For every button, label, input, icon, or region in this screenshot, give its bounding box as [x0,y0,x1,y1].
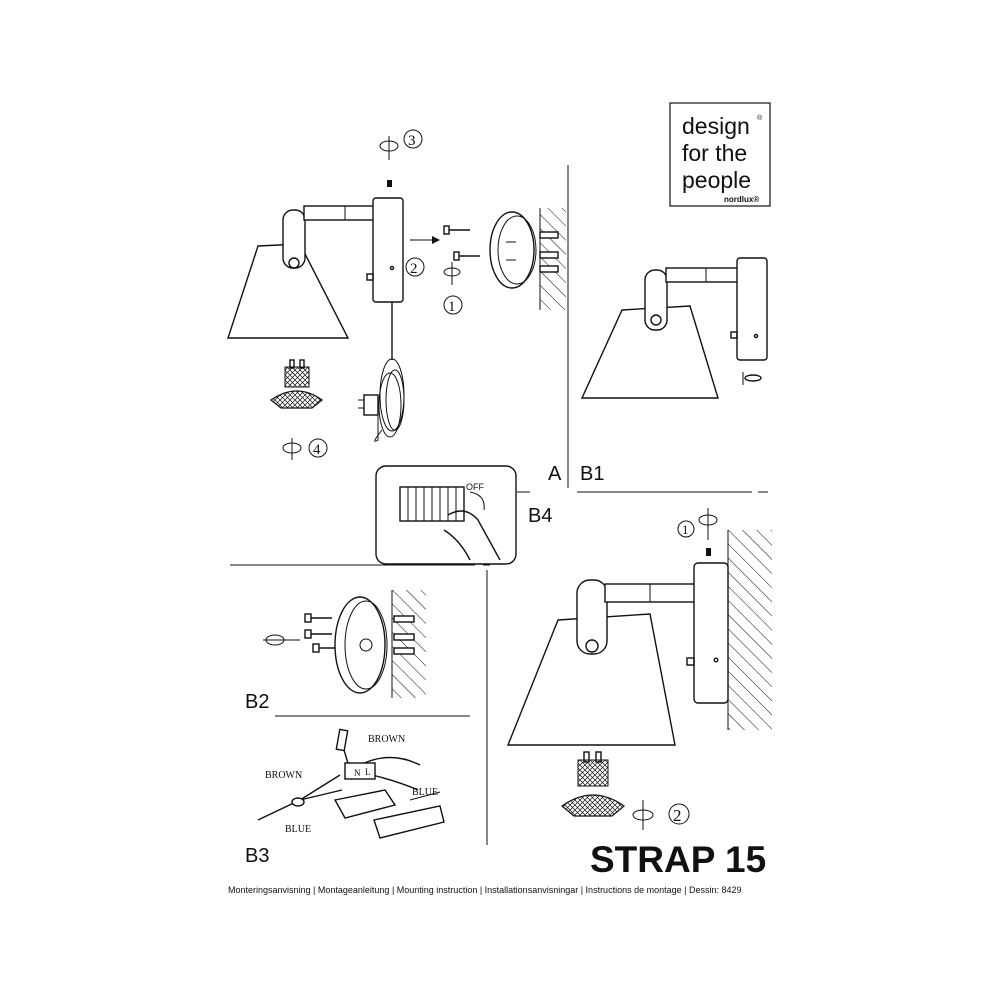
grub-screw-icon [387,180,392,187]
logo-line-1: design [682,113,750,139]
panel-b1-mounted-lamp: B1 [580,257,768,485]
wall-hatch-b [728,530,772,730]
plug-icon [363,394,379,416]
terminal-label-l: L [365,767,371,777]
wall-plugs-a [539,231,559,273]
gu10-bulb-a [269,359,323,409]
lamp-arm-b1 [665,267,739,283]
hand-icon [447,510,501,561]
step-number-2: 2 [410,261,418,277]
product-title: STRAP 15 [590,839,766,880]
section-label-b4: B4 [528,505,552,527]
wire-label-brown-left: BROWN [265,770,302,781]
screwdriver-icon [335,728,351,771]
section-label-b2: B2 [245,691,269,713]
gu10-bulb-b [561,751,625,817]
footer-mounting-instruction: Monteringsanvisning | Montageanleitung |… [228,885,741,895]
panel-dividers [230,165,770,845]
terminal-cover-icon [333,789,397,819]
step-number-4: 4 [313,442,321,458]
step-number-b2: 2 [673,806,682,825]
panel-b2-wall-mount: B2 [245,590,426,713]
logo-registered-mark: ® [757,114,763,122]
logo-line-2: for the [682,140,747,166]
logo-sub-brand: nordlux® [724,195,759,204]
panel-b4-power-off: OFF B4 [375,465,552,565]
panel-b-final-lamp: 1 2 [506,508,772,830]
switch-arrow-icon [469,491,485,511]
brand-logo: design for the people ® nordlux® [669,102,771,207]
step-number-3: 3 [408,133,416,149]
screws-b2 [304,613,340,653]
lamp-arm-a [303,205,375,221]
wall-plate-a [372,197,404,303]
lamp-shade-b [506,613,676,746]
wall-plate-b1 [736,257,768,361]
terminal-block-icon [344,762,376,780]
cable-clamp-icon [373,805,445,839]
panel-b3-wiring: BROWN BROWN BLUE BLUE N L B3 [245,728,445,867]
grub-screw-icon-b [706,548,711,556]
wire-label-blue-right: BLUE [412,787,438,798]
wall-hatch-a [540,208,566,310]
section-label-b1: B1 [580,463,604,485]
screws-a [443,225,480,261]
mounting-disc-a [489,211,535,289]
logo-line-3: people [682,167,751,193]
swivel-joint-a [282,209,306,269]
wall-hatch-b2 [392,590,426,698]
step-number-1: 1 [448,299,456,315]
wall-plugs-b2 [393,615,415,655]
wire-label-blue-left: BLUE [285,824,311,835]
step-number-b1: 1 [682,522,689,537]
terminal-label-n: N [354,768,361,778]
panel-a-lamp-assembly: 3 2 1 [227,129,566,485]
wire-label-brown-right: BROWN [368,734,405,745]
section-label-a: A [548,463,562,485]
section-label-b3: B3 [245,845,269,867]
off-callout: OFF [466,482,484,492]
wall-plate-b [693,562,729,704]
breaker-strip-icon [399,486,465,522]
